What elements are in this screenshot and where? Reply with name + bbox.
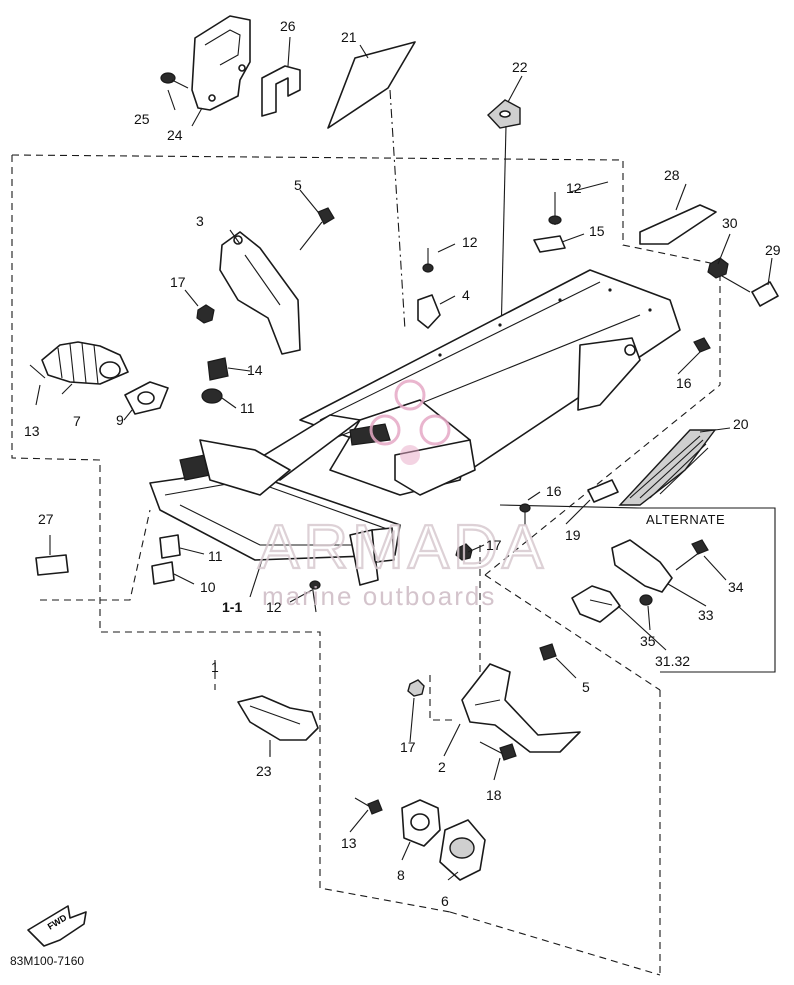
callout-13-upper: 13 [24,423,40,439]
part-10-damper [151,561,175,585]
callout-7: 7 [73,413,81,429]
alternate-label: ALTERNATE [646,512,725,527]
part-23-handle [237,695,319,760]
part-34-bolt [675,539,709,571]
part-6-outlet [439,819,486,881]
part-13-screw-upper [29,364,46,379]
callout-16-center: 16 [546,483,562,499]
callout-3: 3 [196,213,204,229]
part-20-grille [618,429,717,506]
callout-25: 25 [134,111,150,127]
part-33-clamp [611,539,673,593]
part-11-mount-lower [159,534,181,559]
part-19-label [587,479,619,503]
drawing-code: 83M100-7160 [10,954,84,968]
callout-31-32: 31.32 [655,653,690,669]
callout-9: 9 [116,412,124,428]
callout-11-upper: 11 [240,400,255,416]
watermark-tagline: marine outboards [262,581,496,611]
part-11-mount-upper [201,388,223,404]
callout-10: 10 [200,579,216,595]
part-13-screw-lower [354,797,383,815]
part-21-sheet [327,41,416,331]
callouts: 1 1-1 2 3 4 5 5 6 7 8 9 10 11 11 12 12 1… [24,18,781,909]
callout-17-upper: 17 [170,274,186,290]
callout-14: 14 [247,362,263,378]
assembly-boundaries [11,154,721,976]
part-16-bolt-center [519,503,531,525]
part-8-flange [401,799,441,847]
part-17-nut-center [455,543,473,561]
watermark-logo [369,379,451,465]
part-16-bolt-right [693,337,711,353]
part-18-bolt [479,741,517,761]
callout-17-center: 17 [486,537,502,553]
watermark: ARMADA marine outboards [257,379,547,611]
part-5-bolt-lower [539,643,557,661]
callout-24: 24 [167,127,183,143]
part-3-bracket [219,231,301,355]
callout-30: 30 [722,215,738,231]
part-30-nut [707,257,751,293]
callout-13-lower: 13 [341,835,357,851]
part-14-cushion [207,357,229,381]
callout-34: 34 [728,579,744,595]
callout-4: 4 [462,287,470,303]
part-7-boot [41,341,129,385]
part-24-bracket [191,15,251,111]
part-29-clip [751,257,779,307]
callout-15: 15 [589,223,605,239]
callout-12-bottom: 12 [266,599,282,615]
part-26-clip [261,65,301,117]
callout-11-lower: 11 [208,548,223,564]
callout-33: 33 [698,607,714,623]
part-4-clip [417,294,441,329]
callout-21: 21 [341,29,357,45]
callout-19: 19 [565,527,581,543]
part-12-bolt-mid [422,248,434,273]
callout-5-lower: 5 [582,679,590,695]
part-35-nut [639,594,653,606]
part-5-bolt-upper [299,207,335,251]
part-15-clip [533,235,566,253]
leader-lines [35,36,731,881]
callout-23: 23 [256,763,272,779]
part-9-gasket [124,381,169,415]
callout-26: 26 [280,18,296,34]
callout-18: 18 [486,787,502,803]
part-27-ring [35,535,69,576]
part-28-plate [639,204,717,245]
callout-1-1: 1-1 [222,599,242,615]
callout-12-mid: 12 [462,234,478,250]
part-31-32-bracket [571,585,621,623]
part-2-bracket [461,663,581,753]
callout-20: 20 [733,416,749,432]
part-12-bolt-lower [309,580,321,613]
callout-27: 27 [38,511,54,527]
callout-1: 1 [211,659,219,675]
callout-17-lower: 17 [400,739,416,755]
part-17-nut-lower [407,679,425,697]
callout-35: 35 [640,633,656,649]
part-25-screw [160,72,189,89]
part-12-bolt-upper [548,192,562,225]
fwd-arrow: FWD [27,905,87,947]
part-17-nut-upper [196,304,215,324]
callout-8: 8 [397,867,405,883]
watermark-brand: ARMADA [258,513,547,582]
callout-29: 29 [765,242,781,258]
callout-12-top: 12 [566,180,582,196]
callout-16-right: 16 [676,375,692,391]
callout-2: 2 [438,759,446,775]
callout-6: 6 [441,893,449,909]
callout-28: 28 [664,167,680,183]
callout-22: 22 [512,59,528,75]
callout-5-upper: 5 [294,177,302,193]
